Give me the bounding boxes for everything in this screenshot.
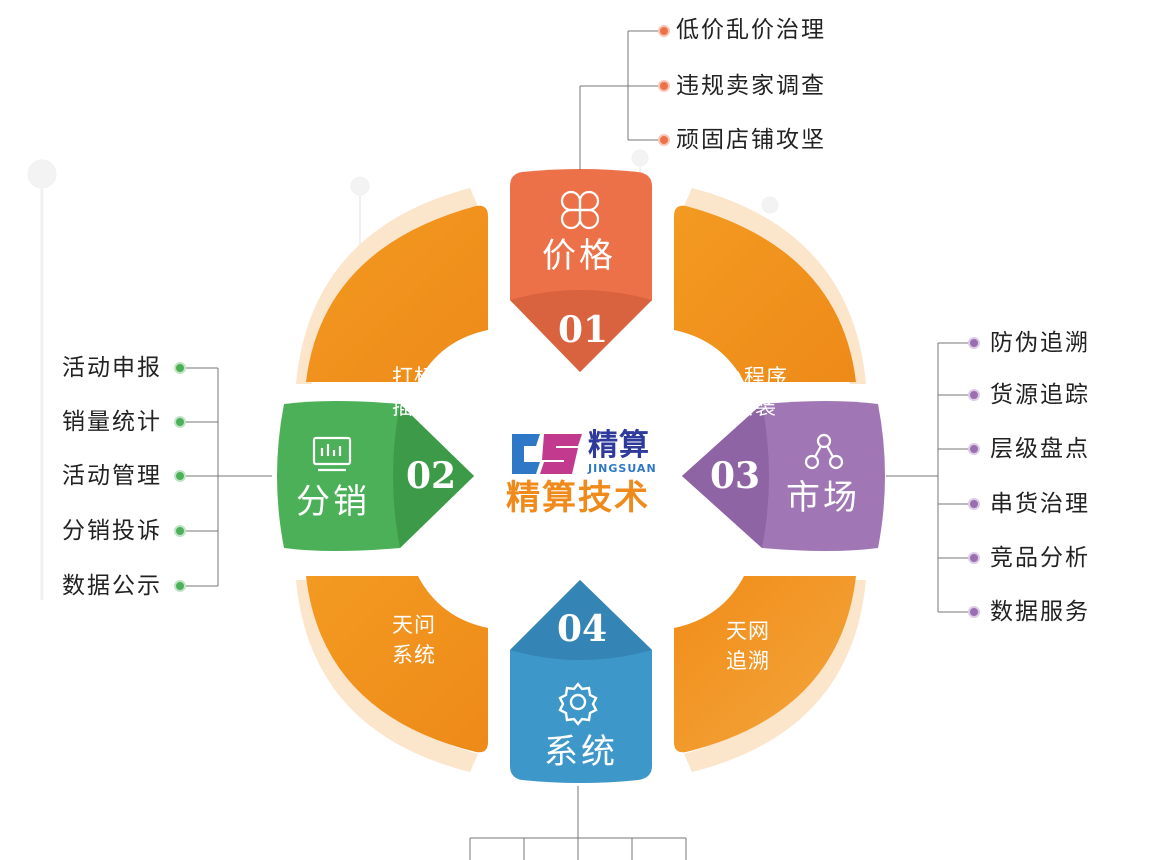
market-item: 竞品分析: [990, 545, 1090, 571]
petal-bottom-left: [306, 576, 488, 753]
dist-connectors: [180, 367, 272, 587]
grid-petals-icon: [560, 190, 600, 230]
hub-market[interactable]: [682, 401, 885, 551]
petal-top-right-text: 小程序 安装: [722, 362, 788, 422]
petal-line: 天网: [726, 619, 770, 643]
dist-item: 活动申报: [62, 355, 162, 381]
market-item: 数据服务: [990, 599, 1090, 625]
dist-item: 销量统计: [62, 409, 162, 435]
monitor-chart-icon: [312, 436, 352, 472]
price-connectors: [579, 30, 664, 170]
market-item: 防伪追溯: [990, 330, 1090, 356]
hub-system[interactable]: [510, 580, 652, 783]
dist-item: 分销投诉: [62, 518, 162, 544]
market-item: 货源追踪: [990, 382, 1090, 408]
petal-bottom-right-text: 天网 追溯: [726, 616, 770, 676]
petal-bottom-left-text: 天问 系统: [392, 610, 436, 670]
market-bullets: [968, 337, 980, 618]
petal-top-left: [306, 205, 488, 382]
petal-line: 打标: [392, 365, 436, 389]
price-item: 违规卖家调查: [676, 73, 826, 99]
hub-market-title: 市场: [786, 478, 860, 518]
petal-line: 追溯: [726, 649, 770, 673]
hub-market-number: 03: [710, 455, 761, 497]
hub-price-number: 01: [558, 309, 609, 351]
petal-bottom-right: [674, 576, 856, 753]
hub-distribution-number: 02: [406, 455, 457, 497]
petal-line: 插件: [392, 395, 436, 419]
petal-line: 安装: [733, 395, 777, 419]
dist-item: 活动管理: [62, 463, 162, 489]
petal-line: 小程序: [722, 365, 788, 389]
petal-line: 系统: [392, 643, 436, 667]
gear-icon: [558, 682, 598, 726]
price-bullets: [658, 25, 670, 146]
market-item: 层级盘点: [990, 436, 1090, 462]
dist-item: 数据公示: [62, 573, 162, 599]
brand-logo-text: 精算: [588, 428, 650, 463]
brand-logo-mark: [512, 434, 582, 474]
price-item: 低价乱价治理: [676, 17, 826, 43]
price-item: 顽固店铺攻坚: [676, 127, 826, 153]
dist-bullets: [174, 362, 186, 592]
hub-price-title: 价格: [542, 236, 616, 276]
petal-top-left-text: 打标 插件: [392, 362, 436, 422]
company-name: 精算技术: [506, 478, 650, 518]
hub-system-number: 04: [557, 608, 608, 650]
petal-top-right: [674, 205, 856, 382]
market-connectors: [886, 342, 974, 613]
share-nodes-icon: [804, 433, 844, 470]
petal-line: 天问: [392, 613, 436, 637]
hub-system-title: 系统: [544, 732, 618, 772]
hub-price[interactable]: [510, 169, 652, 372]
market-item: 串货治理: [990, 491, 1090, 517]
brand-logo-subtext: JINGSUAN: [588, 462, 657, 475]
system-connectors: [469, 786, 687, 860]
hub-distribution-title: 分销: [296, 482, 370, 522]
